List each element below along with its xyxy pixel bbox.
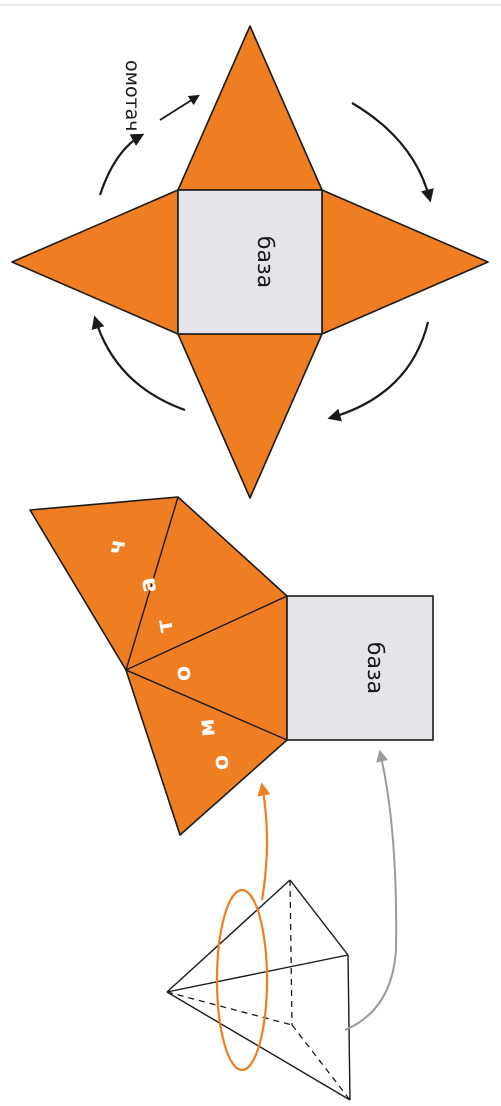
pyramid-edge-1 <box>166 879 291 993</box>
lateral-face-bottom <box>177 333 323 499</box>
fold-arrow-top-left <box>98 133 145 196</box>
base-square-top <box>177 189 323 335</box>
strip-letter-1: о <box>208 754 234 771</box>
lateral-face-top <box>177 25 323 191</box>
pyramid-hidden-1 <box>289 879 293 1026</box>
star-net: база омотач <box>11 25 489 499</box>
pyramid-3d <box>166 749 398 1101</box>
base-label-mid: база <box>362 642 387 694</box>
lateral-face-left <box>11 189 179 335</box>
strip-fold-2 <box>125 595 288 671</box>
base-square-mid <box>286 595 434 741</box>
grey-base-arrow <box>344 749 398 1031</box>
strip-letter-6: ч <box>104 537 131 556</box>
fold-arrow-bottom-left <box>91 315 186 412</box>
strip-fold-1 <box>125 496 179 671</box>
strip-letter-4: т <box>152 617 179 634</box>
orange-unfold-arrow <box>257 782 271 901</box>
strip-letter-5: а <box>135 576 162 595</box>
pyramid-edge-2 <box>166 954 349 993</box>
base-label-top: база <box>252 236 277 288</box>
lateral-face-right <box>321 189 489 335</box>
fold-arrow-top-right <box>351 102 434 203</box>
fold-arrow-bottom-right <box>327 321 430 422</box>
strip-letter-3: о <box>170 665 196 682</box>
rotation-ellipse <box>215 888 269 1072</box>
strip-fold-3 <box>125 669 288 741</box>
pyramid-hidden-3 <box>166 991 293 1026</box>
pyramid-base-edge-1 <box>289 879 349 956</box>
label-pointer-arrow <box>159 94 200 121</box>
strip-net: база о м о т а ч <box>29 496 434 836</box>
lateral-strip <box>29 496 288 836</box>
lateral-label-top: омотач <box>121 60 143 132</box>
pyramid-hidden-2 <box>291 1024 351 1101</box>
strip-letter-2: м <box>194 718 220 738</box>
